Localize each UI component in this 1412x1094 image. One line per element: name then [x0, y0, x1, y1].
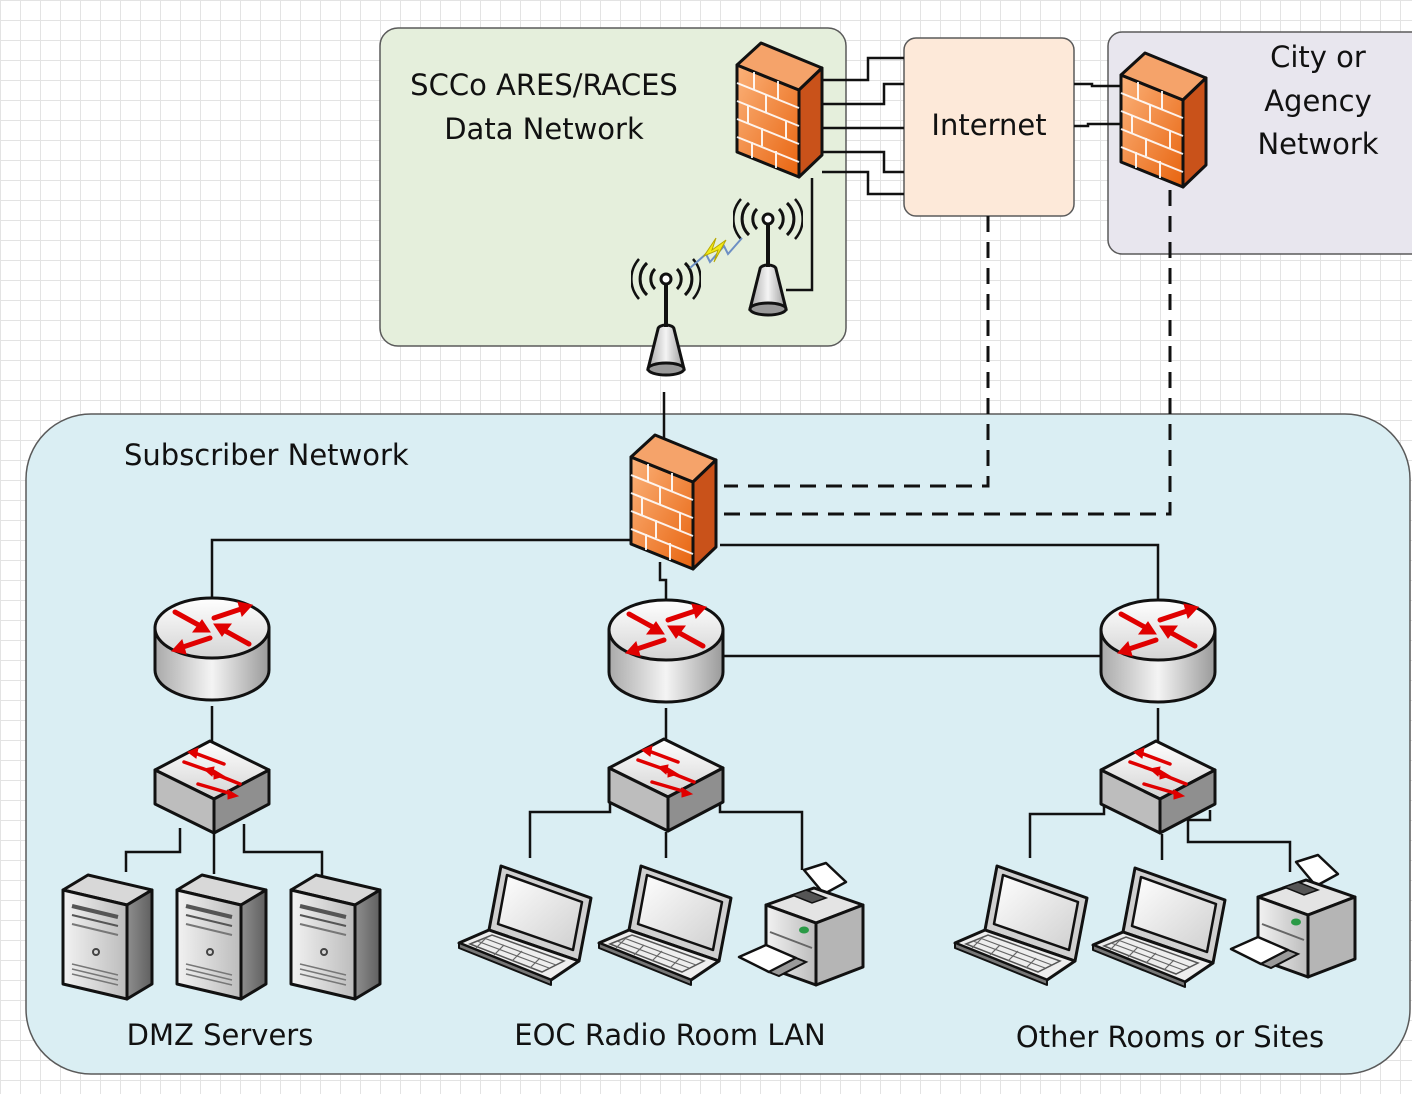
data-network-firewall-icon: [735, 41, 824, 179]
agency-firewall-icon: [1119, 51, 1208, 189]
subscriber-firewall-icon: [629, 433, 718, 571]
lightning-link-icon: [689, 237, 743, 269]
dmz-server-2-icon: [175, 873, 268, 1001]
data-network-box: [379, 27, 847, 347]
agency-label-line2: Agency: [1264, 83, 1372, 118]
agency-label-line1: City or: [1270, 40, 1366, 74]
connection-lines: [124, 56, 1292, 876]
data-network-label-line1: SCCo ARES/RACES: [410, 68, 678, 102]
subscriber-network-label: Subscriber Network: [124, 438, 409, 472]
eoc-radio-room-label: EOC Radio Room LAN: [514, 1018, 826, 1052]
agency-label-line3: Network: [1257, 127, 1379, 161]
other-router-icon: [1101, 600, 1215, 702]
dmz-server-3-icon: [289, 873, 382, 1001]
dmz-server-1-icon: [61, 873, 154, 1001]
eoc-router-icon: [609, 600, 723, 702]
data-network-label-line2: Data Network: [444, 111, 644, 146]
internet-label: Internet: [931, 108, 1047, 142]
data-network-label: SCCo ARES/RACES Data Network: [384, 64, 704, 151]
dashed-links: [724, 190, 1172, 516]
dmz-servers-label: DMZ Servers: [126, 1018, 314, 1052]
agency-network-label: City or Agency Network: [1230, 36, 1406, 167]
dmz-router-icon: [155, 598, 269, 700]
other-rooms-label: Other Rooms or Sites: [1015, 1020, 1325, 1054]
